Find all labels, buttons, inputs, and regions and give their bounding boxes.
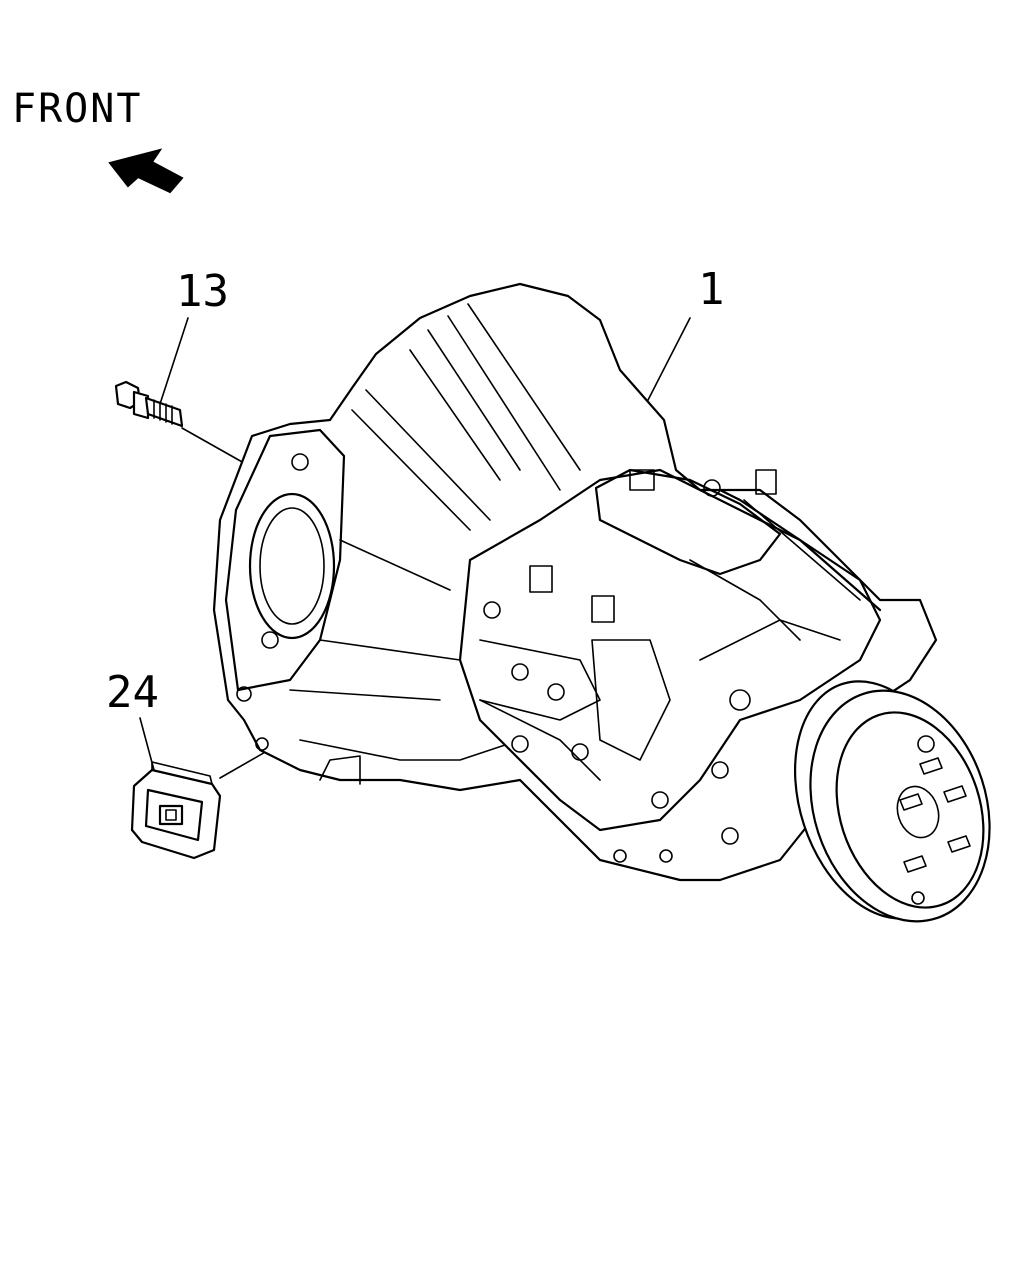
plug-icon [130, 761, 222, 860]
transmission-assembly-icon [212, 282, 991, 923]
callout-13: 13 [176, 266, 229, 317]
front-label: FRONT [12, 86, 142, 132]
front-arrow-icon [108, 148, 184, 194]
callout-1: 1 [698, 264, 725, 315]
bolt-icon [114, 380, 184, 428]
callout-24: 24 [106, 667, 159, 718]
